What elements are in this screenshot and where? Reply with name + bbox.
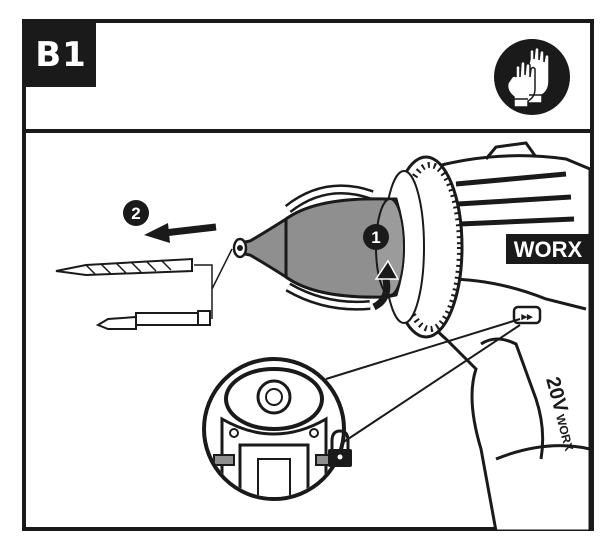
svg-text:▸▸: ▸▸	[520, 311, 533, 323]
drill-illustration: WORX ▸▸ 20V WORX	[55, 141, 590, 531]
drill-brand-label: WORX	[514, 237, 583, 262]
magnified-inset	[202, 357, 346, 501]
instruction-panel: B1 WORX ▸▸	[22, 19, 594, 531]
callout-1-number: 1	[371, 228, 380, 247]
screwdriver-bit	[95, 310, 211, 330]
step-label: B1	[26, 23, 96, 87]
callout-2-number: 2	[131, 204, 140, 223]
callout-2: 2	[123, 200, 149, 226]
rotation-arrow	[284, 184, 400, 311]
illustration-area: WORX ▸▸ 20V WORX	[26, 129, 590, 531]
drill-bit	[55, 257, 193, 277]
lock-icon	[328, 429, 352, 467]
gloves-icon	[494, 39, 570, 115]
bits-bracket	[194, 248, 233, 319]
magnifier-line-top	[325, 318, 521, 380]
callout-1: 1	[363, 224, 389, 250]
remove-arrow	[144, 223, 217, 243]
panel-header: B1	[26, 23, 590, 133]
magnifier-line-bottom	[335, 324, 521, 448]
